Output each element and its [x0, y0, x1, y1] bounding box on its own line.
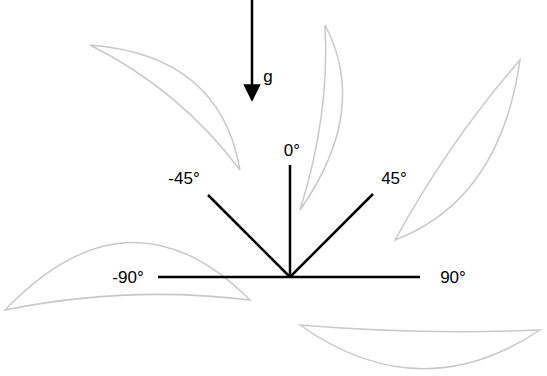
leaf-shape: [395, 60, 520, 240]
angle-lines: [158, 165, 420, 277]
leaf-shape: [300, 325, 540, 369]
angle-line: [290, 276, 420, 279]
gravity-arrow: [251, 0, 254, 100]
angle-label: g: [263, 68, 272, 85]
angle-label: 45°: [381, 170, 407, 187]
leaf-shape: [300, 25, 343, 210]
angle-line: [158, 276, 290, 279]
angle-label: -90°: [112, 269, 143, 286]
angle-line: [290, 194, 373, 277]
angle-line: [289, 165, 292, 277]
leaf-shape: [90, 45, 240, 170]
angle-line: [208, 195, 290, 277]
angle-label: 90°: [440, 269, 466, 286]
angle-label: 0°: [284, 142, 300, 159]
leaf-shapes: [5, 25, 540, 369]
angle-label: -45°: [168, 170, 199, 187]
